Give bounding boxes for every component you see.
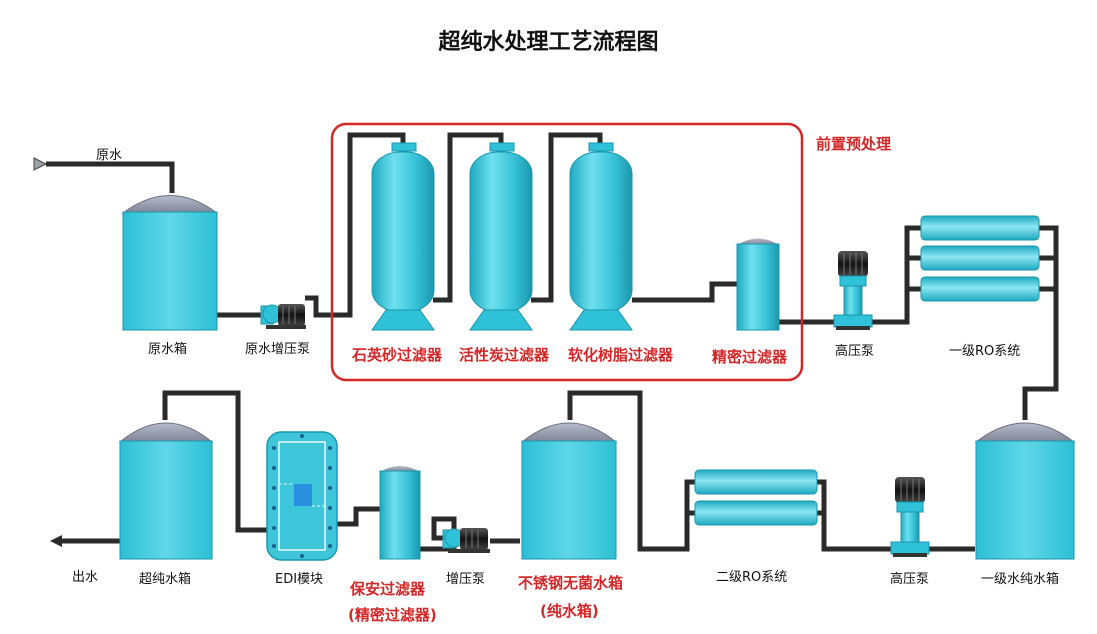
softener-filter-label: 软化树脂过滤器 bbox=[568, 346, 674, 364]
ro1-pure-water-tank bbox=[974, 422, 1076, 560]
pipe-quartz-to-carbon bbox=[433, 132, 504, 303]
precision-filter bbox=[736, 238, 780, 331]
pipe-ro1-to-tank bbox=[1022, 225, 1059, 420]
hp-pump-1-label: 高压泵 bbox=[835, 344, 875, 359]
ss-tank-sub-label: (纯水箱) bbox=[540, 602, 599, 620]
ss-tank-label: 不锈钢无菌水箱 bbox=[518, 574, 624, 592]
softener-resin-filter bbox=[569, 142, 633, 331]
ro1-tank-label: 一级水纯水箱 bbox=[981, 572, 1060, 587]
pipe-pump-to-quartz bbox=[305, 132, 406, 318]
edi-module bbox=[266, 431, 338, 561]
booster-pump-label: 增压泵 bbox=[446, 572, 486, 587]
stainless-sterile-tank bbox=[520, 422, 618, 560]
pretreatment-frame bbox=[330, 122, 804, 382]
carbon-filter-label: 活性炭过滤器 bbox=[459, 346, 550, 364]
diagram-title: 超纯水处理工艺流程图 bbox=[438, 30, 659, 55]
ro2-system-label: 二级RO系统 bbox=[716, 570, 788, 585]
high-pressure-pump-2 bbox=[890, 477, 930, 557]
ro2-system bbox=[694, 469, 818, 526]
pipe-edi-to-upwtank bbox=[162, 390, 268, 533]
ultrapure-water-tank bbox=[118, 422, 214, 560]
upw-tank-label: 超纯水箱 bbox=[139, 572, 192, 587]
high-pressure-pump-1 bbox=[833, 251, 873, 330]
hp-pump-2-label: 高压泵 bbox=[890, 572, 930, 587]
ro1-system bbox=[920, 215, 1040, 302]
ro1-system-label: 一级RO系统 bbox=[949, 344, 1021, 359]
edi-module-label: EDI模块 bbox=[275, 572, 324, 587]
raw-booster-pump-label: 原水增压泵 bbox=[245, 342, 311, 357]
security-filter-label: 保安过滤器 bbox=[350, 580, 426, 598]
security-filter bbox=[379, 466, 421, 560]
precision-filter-label: 精密过滤器 bbox=[712, 348, 788, 366]
outlet-arrow-icon bbox=[50, 535, 62, 547]
water-outlet-label: 出水 bbox=[72, 570, 99, 585]
pipe-security-to-edi bbox=[337, 506, 380, 527]
booster-pump bbox=[442, 528, 490, 553]
pipe-ro2-to-sstank bbox=[567, 390, 695, 552]
pipe-hp1-to-ro1 bbox=[870, 225, 921, 325]
pipe-hp2-to-ro2 bbox=[817, 479, 892, 552]
pretreatment-stage-label: 前置预处理 bbox=[816, 135, 892, 153]
raw-water-tank bbox=[121, 195, 219, 331]
security-filter-sub-label: (精密过滤器) bbox=[348, 606, 437, 624]
quartz-filter-label: 石英砂过滤器 bbox=[352, 346, 443, 364]
inlet-arrow-icon bbox=[33, 157, 48, 171]
pipe-raw-inlet bbox=[46, 161, 175, 193]
activated-carbon-filter bbox=[469, 142, 533, 331]
raw-booster-pump bbox=[260, 304, 306, 329]
pipe-carbon-to-softener bbox=[531, 132, 603, 303]
pipe-softener-to-precision bbox=[632, 281, 738, 303]
raw-water-tank-label: 原水箱 bbox=[148, 342, 188, 357]
raw-water-inlet-label: 原水 bbox=[96, 148, 123, 163]
quartz-sand-filter bbox=[371, 142, 435, 331]
